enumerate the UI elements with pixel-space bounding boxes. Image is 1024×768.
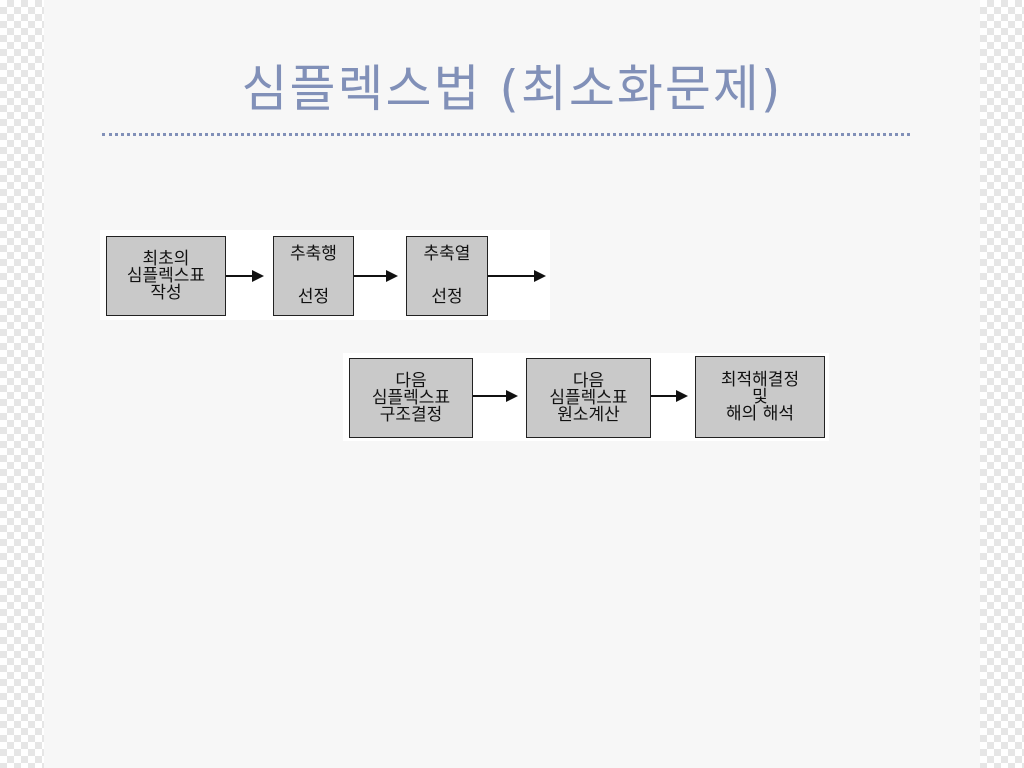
flow-arrow	[226, 270, 264, 282]
slide-title: 심플렉스법 (최소화문제)	[241, 60, 783, 118]
flow-box-pivot-column: 추축열 선정	[406, 236, 488, 316]
flow-arrow	[354, 270, 398, 282]
slide: 심플렉스법 (최소화문제) 최초의 심플렉스표 작성 추축행 선정 추축열 선정…	[44, 0, 980, 768]
box-text: 추축열	[423, 244, 471, 264]
title-divider	[102, 133, 910, 136]
box-text: 최적해결정	[720, 369, 800, 390]
flow-box-optimal-solution: 최적해결정 및 해의 해석	[695, 356, 825, 438]
flow-box-pivot-row: 추축행 선정	[273, 236, 354, 316]
flow-arrow	[651, 390, 688, 402]
box-text: 작성	[150, 282, 182, 303]
flow-box-next-tableau-elements: 다음 심플렉스표 원소계산	[526, 358, 651, 438]
box-text: 및	[752, 386, 768, 407]
flow-arrow	[488, 270, 546, 282]
box-text: 해의 해석	[726, 403, 794, 424]
box-text: 심플렉스표	[371, 387, 451, 408]
box-text: 선정	[297, 287, 330, 307]
box-text: 심플렉스표	[126, 265, 206, 286]
flow-box-next-tableau-structure: 다음 심플렉스표 구조결정	[349, 358, 473, 438]
box-text: 선정	[431, 287, 463, 307]
box-text: 원소계산	[557, 404, 620, 425]
flow-box-initial-tableau: 최초의 심플렉스표 작성	[106, 236, 226, 316]
box-text: 추축행	[290, 244, 337, 264]
box-text: 심플렉스표	[549, 387, 628, 408]
box-text: 구조결정	[379, 404, 443, 425]
box-text: 다음	[572, 370, 605, 391]
box-text: 다음	[395, 370, 427, 391]
flow-arrow	[473, 390, 518, 402]
box-text: 최초의	[142, 248, 190, 269]
